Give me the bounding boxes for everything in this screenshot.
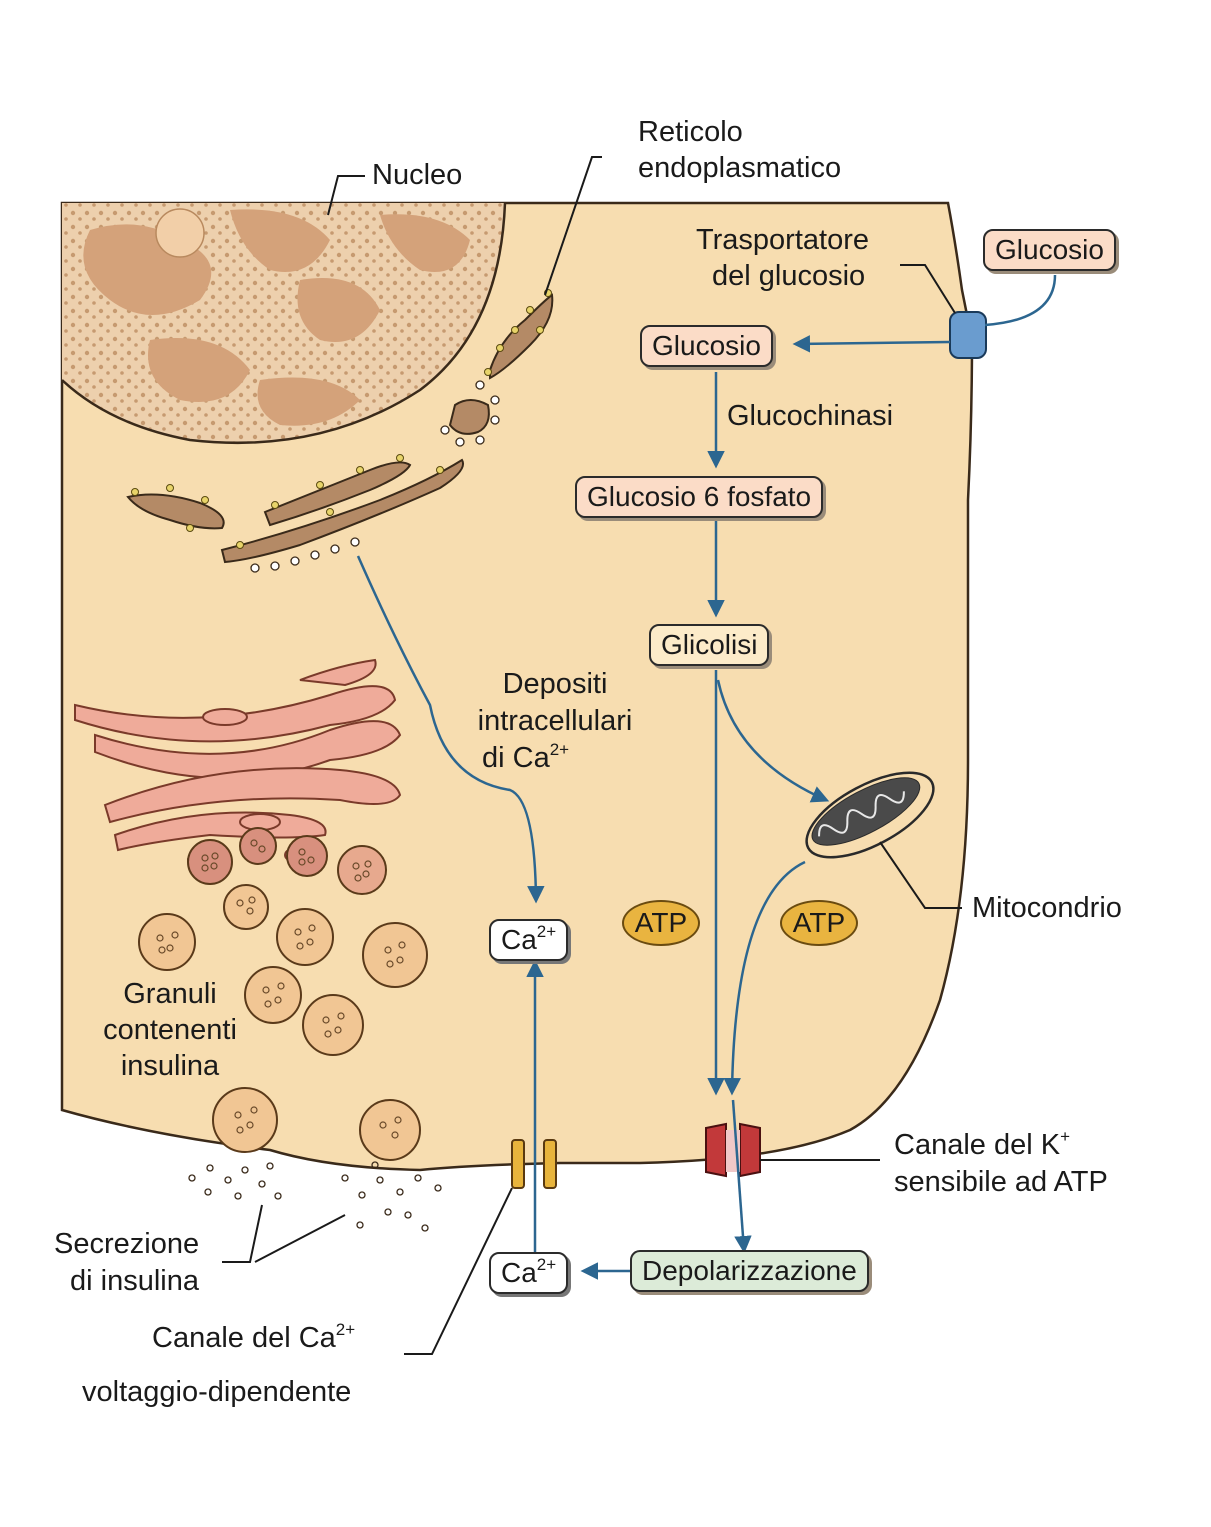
ca-stores-label-line1: Depositi [502, 668, 608, 700]
mitochondrion-label: Mitocondrio [972, 892, 1122, 924]
nuclear-envelope [61, 202, 507, 445]
ca-channel-label-line2: voltaggio-dipendente [82, 1376, 352, 1408]
granules-label-line1: Granuli [123, 978, 217, 1010]
leader-lines [222, 156, 962, 1355]
transporter-label-line2: del glucosio [712, 260, 866, 292]
k-channel-label-line2: sensibile ad ATP [894, 1166, 1108, 1198]
secretion-label-line2: di insulina [70, 1265, 199, 1297]
glucose-transporter [949, 311, 987, 359]
ribosomes [131, 289, 552, 549]
mitochondrion [805, 771, 935, 859]
granules-label-line3: insulina [120, 1050, 220, 1082]
ca-channel-label-line1: Canale del Ca2+ [152, 1320, 356, 1354]
secreted-insulin [188, 1161, 442, 1232]
granules-label-line2: contenenti [103, 1014, 237, 1046]
er-label-line1: Reticolo [638, 116, 743, 148]
glucose-6-phosphate-box: Glucosio 6 fosfato [575, 476, 824, 518]
glucose-outside-box: Glucosio [983, 229, 1116, 271]
depolarization-box: Depolarizzazione [630, 1250, 869, 1292]
atp-left-badge: ATP [622, 900, 700, 946]
er-label-line2: endoplasmatico [638, 152, 842, 184]
flow-arrows [356, 274, 1057, 1280]
er-vesicles [250, 380, 500, 573]
secretion-label-line1: Secrezione [54, 1228, 200, 1260]
atp-right-badge: ATP [780, 900, 858, 946]
glucokinase-label: Glucochinasi [727, 400, 894, 432]
ca-stores-label-line3: di Ca2+ [482, 740, 570, 774]
ca-upper-box: Ca2+ [489, 919, 569, 961]
ca-lower-box: Ca2+ [489, 1252, 569, 1294]
glycolysis-box: Glicolisi [649, 624, 770, 666]
k-atp-channel [705, 1122, 761, 1178]
ca-channel [511, 1139, 557, 1189]
k-channel-label-line1: Canale del K+ [894, 1127, 1070, 1161]
granule-cores [156, 839, 406, 1139]
glucose-inside-box: Glucosio [640, 325, 773, 367]
ca-stores-label-line2: intracellulari [477, 705, 633, 737]
insulin-granules [138, 827, 428, 1161]
rough-er [126, 293, 554, 564]
nucleus-label: Nucleo [372, 159, 463, 191]
transporter-label-line1: Trasportatore [696, 224, 869, 256]
